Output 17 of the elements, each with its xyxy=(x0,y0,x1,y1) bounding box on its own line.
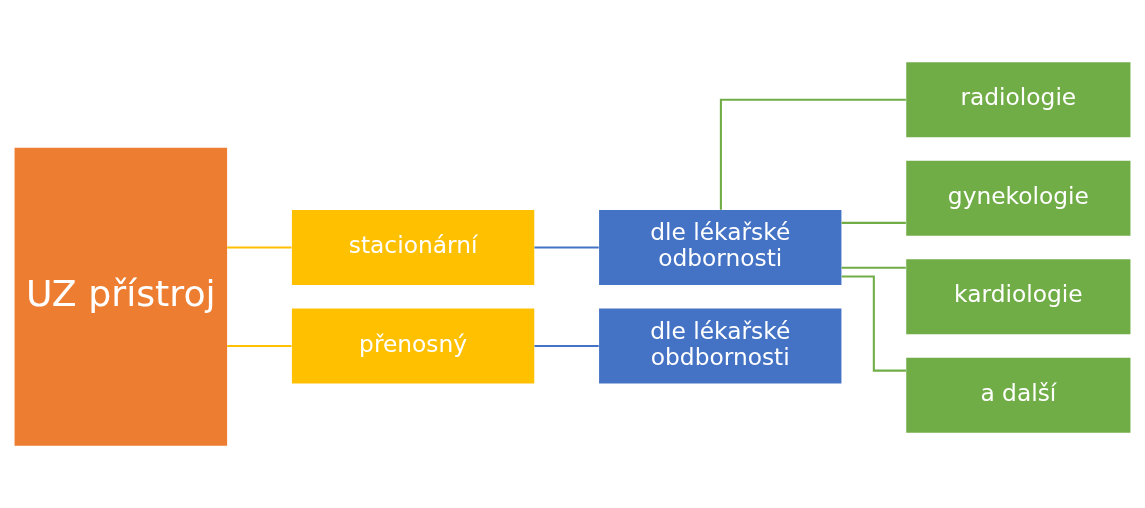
node-box: dle lékařské obdbornosti xyxy=(599,308,842,384)
connector xyxy=(841,266,906,269)
connector xyxy=(534,246,599,249)
node-box: stacionární xyxy=(291,209,535,286)
node-box: UZ přístroj xyxy=(14,147,228,446)
node-box: kardiologie xyxy=(906,259,1131,335)
connector xyxy=(841,221,906,224)
connector xyxy=(227,345,292,348)
connector xyxy=(534,345,599,348)
node-box: přenosný xyxy=(291,308,535,384)
connector xyxy=(227,246,292,249)
node-box: gynekologie xyxy=(906,160,1131,236)
node-box: a další xyxy=(906,357,1131,433)
node-box: dle lékařské odbornosti xyxy=(599,209,842,286)
node-box: radiologie xyxy=(906,62,1131,138)
connector xyxy=(719,98,906,210)
connector xyxy=(841,275,906,372)
